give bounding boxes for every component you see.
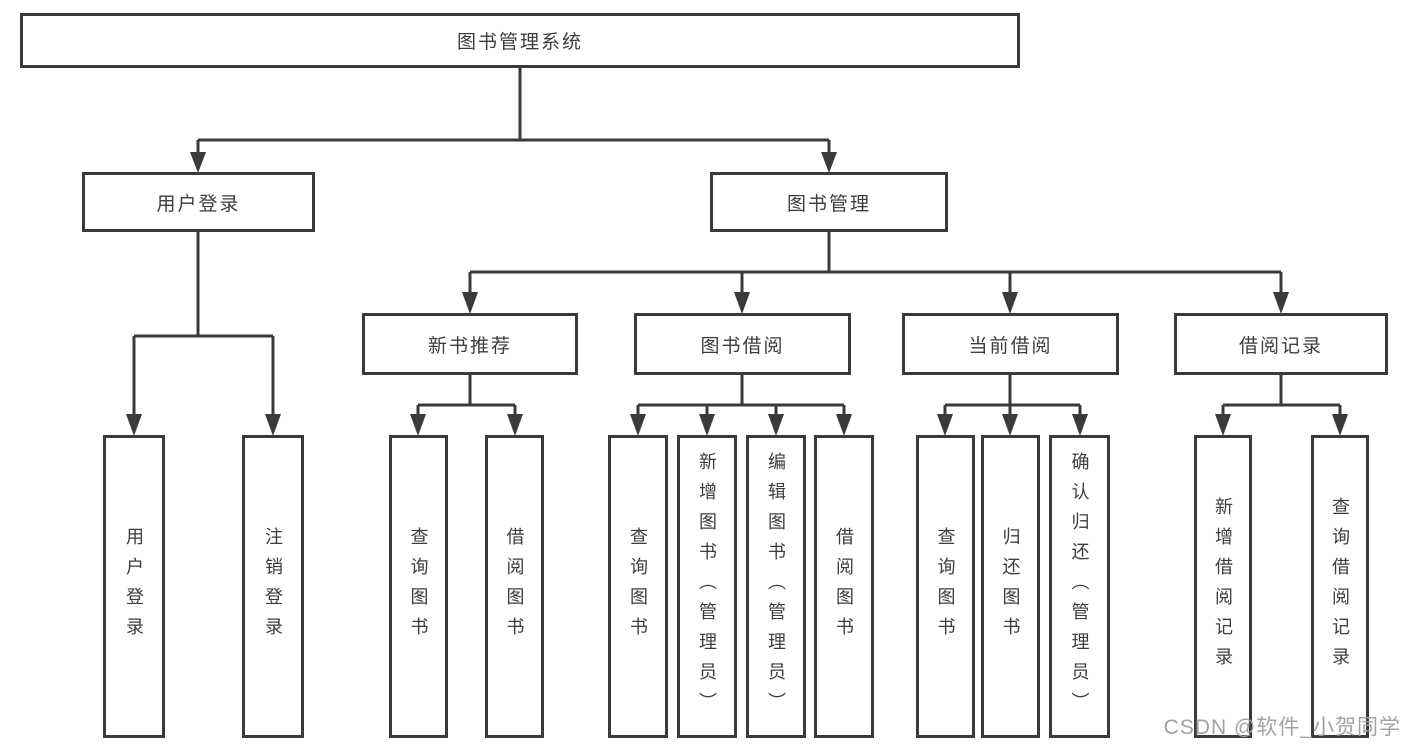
csdn-watermark: CSDN @软件_小贺同学 [1163,716,1401,739]
leaf-user-login: 用户登录 [103,435,165,738]
node-user-login: 用户登录 [82,172,315,232]
leaf-add-borrow-record: 新增借阅记录 [1194,435,1252,738]
leaf-query-books-recommend: 查询图书 [389,435,448,738]
leaf-confirm-return-admin: 确认归还（管理员） [1049,435,1110,738]
node-current-borrowing: 当前借阅 [902,313,1119,375]
leaf-query-books-current: 查询图书 [916,435,975,738]
node-new-book-recommendation: 新书推荐 [362,313,578,375]
leaf-borrow-books-recommend: 借阅图书 [485,435,544,738]
leaf-query-borrow-record: 查询借阅记录 [1311,435,1369,738]
leaf-edit-books-admin: 编辑图书（管理员） [746,435,806,738]
leaf-borrow-books: 借阅图书 [814,435,874,738]
leaf-add-books-admin: 新增图书（管理员） [677,435,737,738]
node-book-borrowing: 图书借阅 [634,313,851,375]
leaf-logout: 注销登录 [242,435,304,738]
leaf-query-books-borrow: 查询图书 [608,435,668,738]
node-library-management-system: 图书管理系统 [20,13,1020,68]
leaf-return-books: 归还图书 [981,435,1040,738]
node-book-management: 图书管理 [710,172,948,232]
node-borrowing-records: 借阅记录 [1174,313,1388,375]
